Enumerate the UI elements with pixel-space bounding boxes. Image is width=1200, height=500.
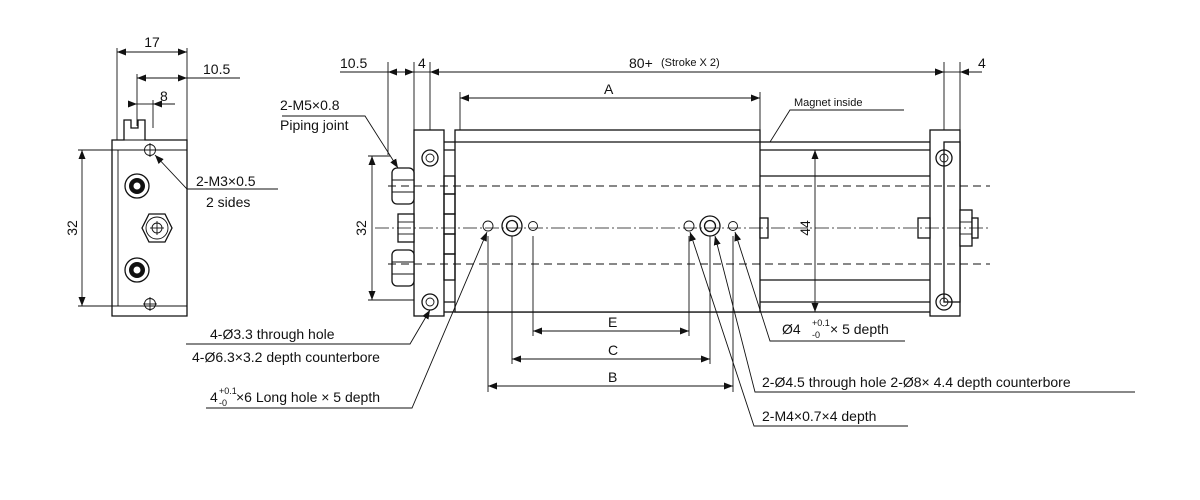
pin-hole-prefix: Ø4 bbox=[782, 321, 801, 337]
pin-hole-tol-lower: -0 bbox=[812, 330, 820, 340]
table-hole-label: 2-Ø4.5 through hole 2-Ø8× 4.4 depth coun… bbox=[762, 374, 1071, 390]
mount-hole-note: 2 sides bbox=[206, 194, 250, 210]
leader-table-hole bbox=[713, 235, 1135, 393]
pin-hole-tol-upper: +0.1 bbox=[812, 318, 830, 328]
dim-b: B bbox=[608, 369, 617, 385]
dim-short: 8 bbox=[160, 88, 168, 104]
side-view: 17 10.5 8 32 bbox=[64, 34, 278, 317]
leader-pin-hole bbox=[734, 231, 905, 342]
dim-e: E bbox=[608, 314, 617, 330]
m3-hole-top bbox=[143, 143, 157, 157]
port-fitting-bottom bbox=[124, 257, 150, 283]
leader-tapped-hole bbox=[689, 231, 908, 427]
leader-piping bbox=[282, 115, 399, 169]
pin-hole-suffix: × 5 depth bbox=[830, 321, 889, 337]
pin-hole bbox=[683, 220, 695, 232]
leader-m3 bbox=[154, 154, 278, 190]
leader-through-hole bbox=[186, 309, 431, 345]
dim-height-left: 32 bbox=[353, 220, 369, 236]
leader-long-hole bbox=[206, 231, 488, 409]
dim-right-plate: 4 bbox=[978, 55, 986, 71]
tapped-hole-label: 2-M4×0.7×4 depth bbox=[762, 408, 876, 424]
long-hole-prefix: 4 bbox=[210, 389, 218, 405]
end-plate-hole bbox=[935, 149, 953, 167]
dim-width: 17 bbox=[144, 34, 160, 50]
long-hole-suffix: ×6 Long hole × 5 depth bbox=[236, 389, 380, 405]
m3-hole-bottom bbox=[143, 297, 157, 311]
end-plate-hole bbox=[935, 293, 953, 311]
long-hole-tol-upper: +0.1 bbox=[219, 386, 237, 396]
dim-height-right: 44 bbox=[797, 220, 813, 236]
pin-hole bbox=[482, 220, 494, 232]
tapped-hole bbox=[528, 221, 538, 231]
slide-table bbox=[454, 129, 761, 313]
dim-height: 32 bbox=[64, 220, 80, 236]
long-hole-tol-lower: -0 bbox=[219, 398, 227, 408]
dim-total-note: (Stroke X 2) bbox=[661, 57, 720, 69]
dim-c: C bbox=[608, 342, 618, 358]
dim-offset: 10.5 bbox=[203, 61, 230, 77]
step-feature bbox=[443, 253, 456, 281]
port-fitting-top bbox=[124, 173, 150, 199]
dim-a: A bbox=[604, 81, 614, 97]
piping-note: Piping joint bbox=[280, 117, 349, 133]
piping-fitting-bottom bbox=[391, 249, 415, 287]
tapped-hole bbox=[728, 221, 738, 231]
end-plate-hole bbox=[421, 149, 439, 167]
through-hole-label: 4-Ø3.3 through hole bbox=[210, 326, 335, 342]
dim-left-plate: 4 bbox=[418, 55, 426, 71]
counterbore-label: 4-Ø6.3×3.2 depth counterbore bbox=[192, 349, 380, 365]
piping-label: 2-M5×0.8 bbox=[280, 97, 340, 113]
dim-total: 80+ bbox=[629, 55, 653, 71]
mount-hole-label: 2-M3×0.5 bbox=[196, 173, 256, 189]
dim-left: 10.5 bbox=[340, 55, 367, 71]
hex-nut bbox=[141, 213, 173, 243]
left-end-plate bbox=[413, 129, 445, 317]
front-view: 10.5 4 80+ (Stroke X 2) 4 A Magnet insid… bbox=[186, 55, 1135, 427]
side-body-outline bbox=[111, 119, 188, 317]
magnet-label: Magnet inside bbox=[794, 97, 863, 109]
